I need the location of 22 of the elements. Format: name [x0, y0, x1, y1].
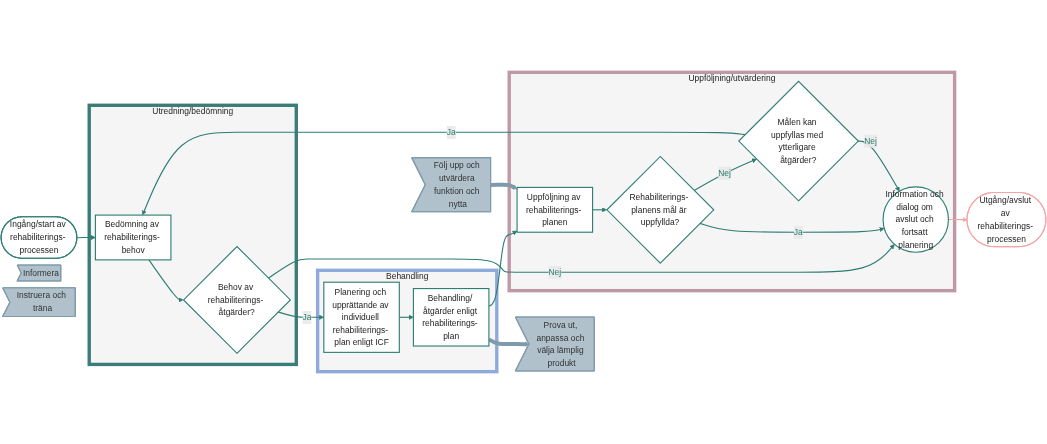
arrow — [488, 230, 518, 307]
arrow — [267, 244, 895, 279]
arrow — [592, 207, 607, 213]
node-box: Behandling/ åtgärder enligt rehabiliterings- plan — [412, 288, 490, 347]
node-diamond: Behov av rehabiliterings- åtgärder? — [182, 245, 292, 355]
node-box: Planering och upprättande av individuell rehabiliterings- plan enligt ICF — [323, 281, 400, 353]
edge-label: Ja — [302, 312, 312, 322]
arrow — [699, 222, 885, 233]
arrow — [148, 259, 184, 303]
arrow — [76, 235, 96, 240]
edge-label: Ja — [793, 227, 803, 237]
edge-label: Nej — [548, 267, 562, 277]
node-box: Uppföljning av rehabiliterings- planen — [516, 186, 594, 233]
node-box: Bedömning av rehabiliterings- behov — [94, 214, 172, 261]
arrow — [141, 131, 746, 216]
arrow — [489, 182, 518, 190]
arrow — [693, 158, 757, 191]
edge-label: Nej — [864, 135, 877, 146]
edge-label: Ja — [446, 127, 456, 137]
arrow — [857, 140, 900, 192]
edge-label: Nej — [718, 167, 731, 178]
node-diamond: Rehabiliterings- planens mål är uppfyllda? — [606, 155, 715, 264]
